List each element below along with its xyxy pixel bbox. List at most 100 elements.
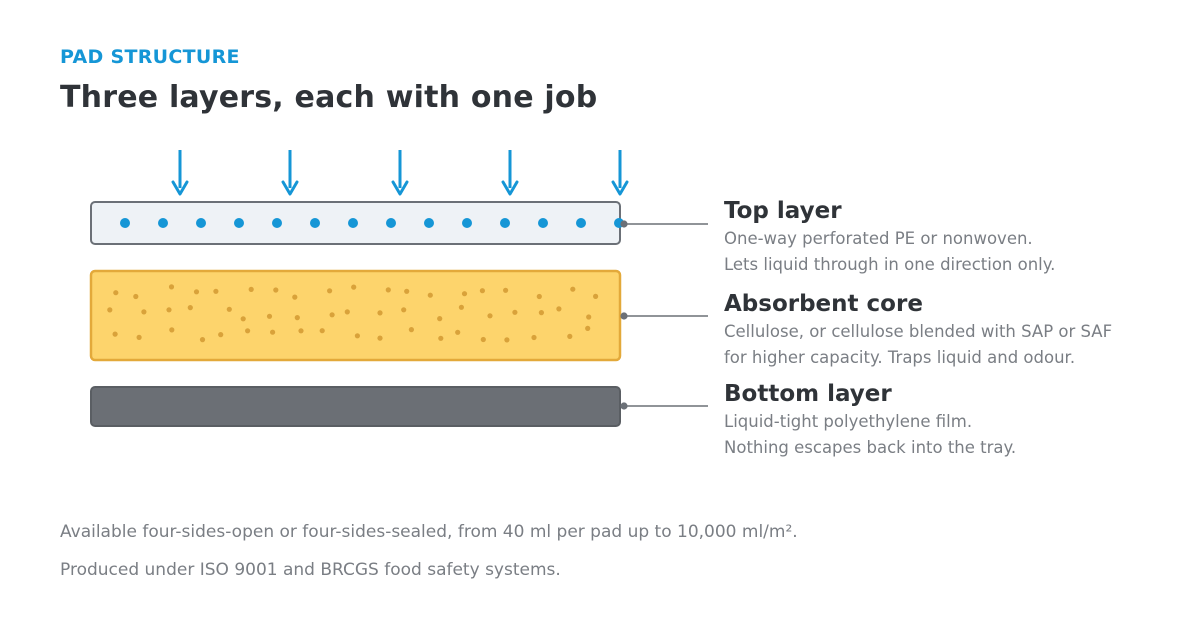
core-speck — [168, 284, 175, 290]
top-layer-label: Top layer One-way perforated PE or nonwo… — [724, 197, 1055, 278]
bottom-layer-desc-1: Liquid-tight polyethylene film. — [724, 412, 973, 431]
perforation-dot — [310, 218, 320, 228]
perforation-dot — [272, 218, 282, 228]
flow-arrow-head — [171, 180, 189, 196]
top-layer-desc-1: One-way perforated PE or nonwoven. — [724, 229, 1033, 248]
core-speck — [487, 313, 493, 319]
core-speck — [556, 306, 562, 312]
eyebrow-label: PAD STRUCTURE — [60, 46, 240, 68]
core-speck — [504, 337, 510, 343]
core-speck — [166, 307, 172, 313]
flow-arrow-head — [611, 180, 629, 196]
core-speck — [351, 284, 357, 290]
core-speck — [479, 288, 485, 294]
core-speck — [438, 335, 444, 341]
footnote-certification: Produced under ISO 9001 and BRCGS food s… — [60, 560, 561, 580]
footnote-availability: Available four-sides-open or four-sides-… — [60, 522, 798, 542]
top-layer-desc-2: Lets liquid through in one direction onl… — [724, 255, 1056, 274]
bottom-layer-label: Bottom layer Liquid-tight polyethylene f… — [724, 380, 1016, 461]
core-speck — [319, 328, 325, 334]
core-speck — [199, 337, 206, 343]
page-title: Three layers, each with one job — [60, 80, 598, 115]
core-speck — [298, 328, 304, 334]
leader-dot-top — [620, 220, 628, 228]
perforation-dot — [500, 218, 510, 228]
core-speck — [193, 289, 200, 295]
core-speck — [107, 307, 113, 313]
core-speck — [531, 334, 537, 341]
core-speck — [218, 332, 224, 338]
bottom-layer-desc-2: Nothing escapes back into the tray. — [724, 438, 1017, 457]
core-speck — [427, 292, 433, 298]
core-speck — [585, 325, 591, 331]
core-speck — [536, 293, 542, 300]
perforation-dot — [234, 218, 244, 228]
flow-arrow-head — [391, 180, 409, 196]
core-speck — [113, 290, 119, 296]
core-speck — [136, 334, 142, 340]
core-speck — [354, 333, 360, 339]
bottom-layer-name: Bottom layer — [724, 381, 892, 407]
core-speck — [586, 314, 592, 320]
perforation-dot — [462, 218, 472, 228]
core-speck — [461, 291, 468, 297]
flow-arrow-head — [281, 180, 299, 196]
absorbent-core-shape — [89, 269, 622, 362]
leader-lines — [620, 220, 708, 410]
core-speck — [401, 307, 407, 313]
core-speck — [112, 331, 118, 337]
core-speck — [213, 288, 219, 294]
core-speck — [133, 293, 139, 300]
perforation-dot — [158, 218, 168, 228]
absorbent-core-desc-1: Cellulose, or cellulose blended with SAP… — [724, 322, 1113, 341]
perforation-dot — [576, 218, 586, 228]
core-speck — [377, 335, 383, 341]
leader-dot-bottom — [620, 402, 628, 410]
perforation-dot — [386, 218, 396, 228]
liquid-flow-arrows — [171, 150, 629, 196]
core-speck — [480, 336, 486, 343]
perforation-dot — [538, 218, 548, 228]
core-speck — [404, 288, 410, 294]
core-specks — [107, 284, 599, 343]
core-speck — [169, 327, 175, 333]
core-speck — [567, 333, 573, 339]
perforation-dot — [348, 218, 358, 228]
core-speck — [292, 294, 298, 300]
core-speck — [141, 309, 147, 315]
core-speck — [437, 316, 443, 322]
core-speck — [273, 287, 279, 293]
absorbent-core-label: Absorbent core Cellulose, or cellulose b… — [724, 290, 1112, 371]
flow-arrow-head — [501, 180, 519, 196]
core-speck — [512, 309, 518, 315]
core-speck — [240, 316, 246, 322]
core-speck — [187, 305, 193, 311]
core-speck — [248, 286, 254, 292]
core-speck — [408, 327, 414, 333]
core-speck — [270, 329, 276, 335]
core-speck — [327, 288, 333, 294]
core-speck — [245, 328, 251, 334]
core-speck — [538, 310, 545, 316]
core-speck — [570, 286, 576, 292]
core-speck — [226, 306, 232, 312]
top-layer-name: Top layer — [724, 198, 842, 224]
core-speck — [455, 329, 461, 335]
core-speck — [266, 313, 273, 319]
absorbent-core-desc-2: for higher capacity. Traps liquid and od… — [724, 348, 1076, 367]
perforation-dot — [424, 218, 434, 228]
leader-dot-core — [620, 312, 628, 320]
core-speck — [385, 287, 391, 293]
core-speck — [377, 310, 383, 316]
perforation-dot — [120, 218, 130, 228]
core-speck — [294, 315, 300, 321]
core-speck — [593, 293, 599, 299]
core-speck — [458, 304, 464, 310]
core-speck — [503, 287, 509, 293]
bottom-layer-shape — [90, 386, 621, 427]
absorbent-core-name: Absorbent core — [724, 291, 923, 317]
core-speck — [344, 309, 350, 315]
perforation-dot — [196, 218, 206, 228]
core-speck — [329, 312, 335, 318]
